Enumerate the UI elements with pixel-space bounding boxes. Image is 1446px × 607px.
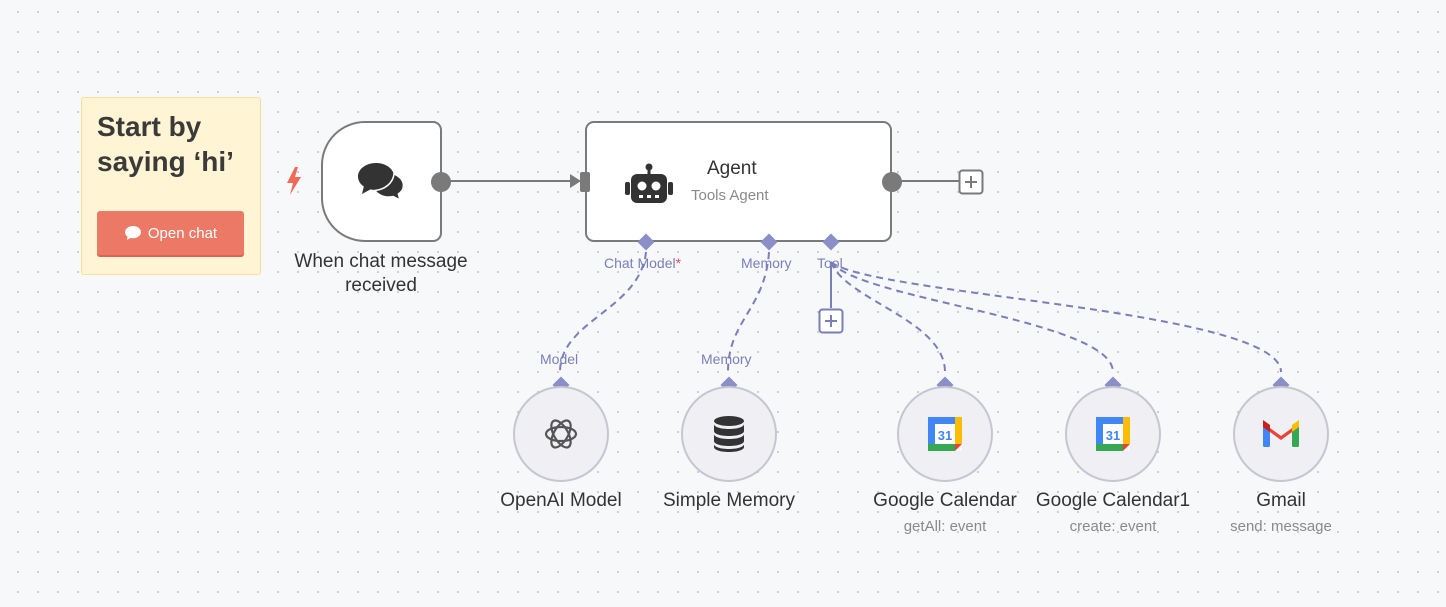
gcal-wire <box>830 261 946 373</box>
openai-icon <box>544 419 578 449</box>
agent-output-port[interactable] <box>882 172 902 192</box>
google-calendar-label: Google Calendar <box>873 490 1017 511</box>
gcal1-wire <box>830 261 1114 373</box>
memory-port-label: Memory <box>741 255 792 271</box>
simple-memory-node[interactable] <box>681 386 777 482</box>
database-icon <box>714 416 744 452</box>
agent-input-port[interactable] <box>580 172 590 192</box>
google-calendar-node[interactable]: 31 <box>897 386 993 482</box>
agent-title: Agent <box>707 158 757 179</box>
google-calendar-subtitle: getAll: event <box>903 518 987 535</box>
model-port-label: Model <box>540 351 579 367</box>
memory-input-port-label: Memory <box>701 351 752 367</box>
gmail-node[interactable] <box>1233 386 1329 482</box>
sticky-title: Start by saying ‘hi’ <box>97 111 234 177</box>
chat-model-port-label: Chat Model* <box>604 255 682 271</box>
chat-trigger-node[interactable] <box>321 121 442 242</box>
tool-port-diamond[interactable] <box>821 232 841 252</box>
open-chat-button[interactable]: Open chat <box>97 211 244 255</box>
agent-node[interactable]: Agent Tools Agent <box>585 121 892 242</box>
chat-model-port-diamond[interactable] <box>636 232 656 252</box>
memory-wire <box>727 251 770 373</box>
agent-subtitle: Tools Agent <box>691 187 769 204</box>
google-calendar1-node[interactable]: 31 <box>1065 386 1161 482</box>
memory-port-diamond[interactable] <box>759 232 779 252</box>
sticky-note[interactable]: Start by saying ‘hi’ Open chat <box>81 97 261 275</box>
google-calendar-icon: 31 <box>928 417 962 451</box>
svg-text:31: 31 <box>1106 428 1120 443</box>
google-calendar-icon: 31 <box>1096 417 1130 451</box>
chat-bubbles-icon <box>358 163 405 202</box>
tool-port-label: Tool <box>817 255 843 271</box>
google-calendar1-label: Google Calendar1 <box>1035 490 1191 511</box>
gmail-wire <box>830 261 1282 373</box>
robot-icon <box>625 163 673 203</box>
add-node-plus-icon[interactable] <box>958 169 984 195</box>
gmail-icon <box>1263 420 1299 447</box>
gmail-label: Gmail <box>1256 490 1306 511</box>
lightning-bolt-icon <box>287 167 301 195</box>
add-tool-plus-icon[interactable] <box>818 308 844 334</box>
openai-model-node[interactable] <box>513 386 609 482</box>
trigger-output-port[interactable] <box>431 172 451 192</box>
simple-memory-label: Simple Memory <box>663 490 795 511</box>
trigger-label: When chat message received <box>294 251 468 296</box>
google-calendar1-subtitle: create: event <box>1069 518 1157 535</box>
open-chat-label: Open chat <box>147 224 218 242</box>
model-wire <box>559 251 647 373</box>
connection-arrow-icon <box>570 174 581 188</box>
svg-text:31: 31 <box>938 428 952 443</box>
openai-label: OpenAI Model <box>500 490 622 511</box>
gmail-subtitle: send: message <box>1230 518 1332 535</box>
chat-bubble-icon <box>124 226 141 240</box>
